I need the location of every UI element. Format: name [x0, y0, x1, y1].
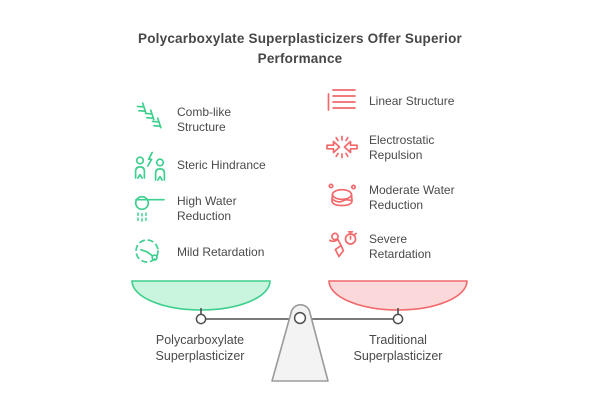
feature-label: Linear Structure	[369, 93, 455, 108]
people-lightning-icon	[134, 151, 166, 181]
feature-label: Mild Retardation	[177, 244, 265, 259]
feature-comb-like-structure: Comb-like Structure	[133, 102, 231, 138]
feature-label: Steric Hindrance	[177, 157, 266, 172]
arrows-collide-icon	[326, 135, 358, 159]
left-pan-label: Polycarboxylate Superplasticizer	[155, 333, 245, 363]
runner-stopwatch-icon	[328, 230, 357, 258]
right-pan-label: Traditional Superplasticizer	[353, 333, 443, 363]
balance-scale	[131, 280, 468, 382]
comb-icon	[136, 102, 162, 129]
page-title: Polycarboxylate Superplasticizers Offer …	[138, 31, 462, 66]
feature-label: High Water Reduction	[177, 194, 237, 223]
fulcrum	[271, 304, 329, 382]
feature-electrostatic-repulsion: Electrostatic Repulsion	[325, 130, 434, 166]
feature-linear-structure: Linear Structure	[325, 83, 454, 119]
linear-lines-icon	[327, 89, 356, 111]
feature-label: Moderate Water Reduction	[369, 183, 455, 212]
feature-high-water-reduction: High Water Reduction	[133, 191, 237, 227]
water-reduction-icon	[134, 195, 165, 222]
feature-label: Comb-like Structure	[177, 105, 232, 134]
sponge-bubbles-icon	[328, 183, 357, 207]
feature-label: Electrostatic Repulsion	[369, 133, 435, 162]
red-pan	[328, 280, 468, 311]
right-beam-joint	[392, 313, 404, 325]
green-pan	[131, 280, 271, 311]
feature-moderate-water-reduction: Moderate Water Reduction	[325, 180, 455, 216]
dashed-clock-icon	[135, 239, 159, 263]
feature-mild-retardation: Mild Retardation	[133, 234, 264, 270]
pivot-hole	[293, 311, 307, 325]
feature-severe-retardation: Severe Retardation	[325, 229, 431, 265]
feature-steric-hindrance: Steric Hindrance	[133, 147, 266, 183]
feature-label: Severe Retardation	[369, 232, 432, 261]
left-beam-joint	[195, 313, 207, 325]
